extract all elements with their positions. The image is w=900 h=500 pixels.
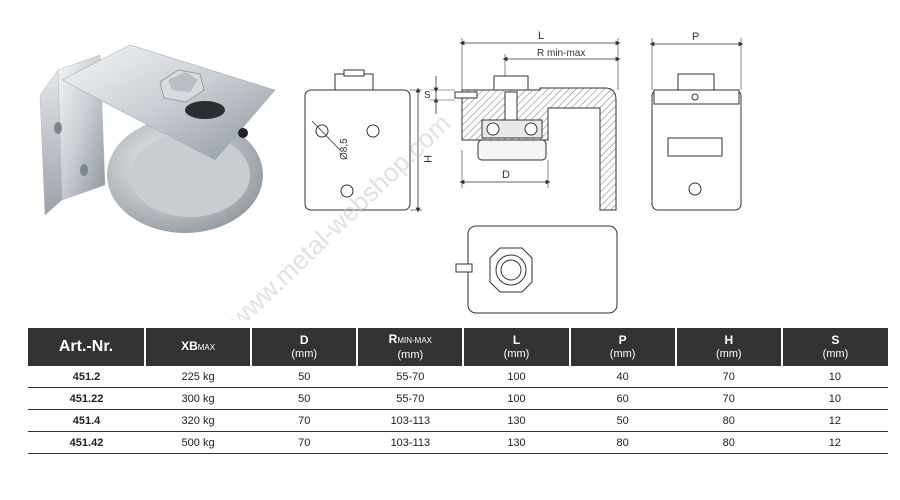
cell-art-nr: 451.42: [28, 431, 145, 454]
dim-p-label: P: [692, 31, 699, 43]
dim-r-label: R min-max: [537, 48, 585, 59]
cell-xb: 320 kg: [145, 409, 252, 432]
cell-l: 100: [463, 366, 570, 388]
cell-d: 70: [251, 409, 358, 432]
cell-art-nr: 451.4: [28, 409, 145, 432]
dim-l-label: L: [538, 30, 544, 42]
cell-r: 103-113: [357, 409, 464, 432]
cell-xb: 300 kg: [145, 387, 252, 410]
dim-hole-label: Ø8,5: [339, 138, 350, 160]
cell-xb: 500 kg: [145, 431, 252, 454]
cell-d: 50: [251, 387, 358, 410]
section-view-drawing: [430, 38, 621, 211]
dim-s-label: S: [424, 90, 431, 101]
col-header-r: RMIN-MAX(mm): [356, 328, 464, 366]
cell-d: 70: [251, 431, 358, 454]
cell-xb: 225 kg: [145, 366, 252, 388]
technical-figure: Ø8,5 H L R min-max D S: [39, 30, 744, 320]
col-header-l: L(mm): [462, 328, 570, 366]
cell-r: 103-113: [357, 431, 464, 454]
cell-s: 12: [781, 409, 888, 432]
table-row: 451.4 320 kg 70 103-113 130 50 80 12: [28, 409, 888, 432]
table-row: 451.42 500 kg 70 103-113 130 80 80 12: [28, 431, 888, 454]
cell-s: 10: [781, 366, 888, 388]
col-header-art-nr: Art.-Nr.: [28, 328, 145, 366]
cell-p: 60: [569, 387, 676, 410]
dim-d-label: D: [502, 169, 510, 181]
cell-r: 55-70: [357, 387, 464, 410]
cell-p: 40: [569, 366, 676, 388]
product-photo: [39, 44, 276, 233]
cell-h: 70: [675, 366, 782, 388]
table-header-row: Art.-Nr. XBMAX D(mm) RMIN-MAX(mm) L(mm) …: [28, 328, 888, 366]
table-row: 451.22 300 kg 50 55-70 100 60 70 10: [28, 387, 888, 410]
dim-h-label: H: [421, 155, 433, 163]
cell-h: 70: [675, 387, 782, 410]
top-view-drawing: [455, 225, 618, 314]
col-header-h: H(mm): [674, 328, 782, 366]
front-view-drawing: [304, 69, 422, 213]
cell-art-nr: 451.2: [28, 366, 145, 388]
cell-h: 80: [675, 431, 782, 454]
cell-p: 80: [569, 431, 676, 454]
cell-s: 10: [781, 387, 888, 410]
col-header-p: P(mm): [568, 328, 676, 366]
cell-l: 100: [463, 387, 570, 410]
cell-art-nr: 451.22: [28, 387, 145, 410]
spec-table: Art.-Nr. XBMAX D(mm) RMIN-MAX(mm) L(mm) …: [28, 328, 888, 454]
cell-h: 80: [675, 409, 782, 432]
cell-l: 130: [463, 431, 570, 454]
cell-p: 50: [569, 409, 676, 432]
cell-l: 130: [463, 409, 570, 432]
table-row: 451.2 225 kg 50 55-70 100 40 70 10: [28, 366, 888, 388]
cell-s: 12: [781, 431, 888, 454]
col-header-s: S(mm): [780, 328, 888, 366]
side-view-drawing: [649, 38, 744, 211]
col-header-xb: XBMAX: [143, 328, 252, 366]
col-header-d: D(mm): [250, 328, 358, 366]
cell-d: 50: [251, 366, 358, 388]
cell-r: 55-70: [357, 366, 464, 388]
